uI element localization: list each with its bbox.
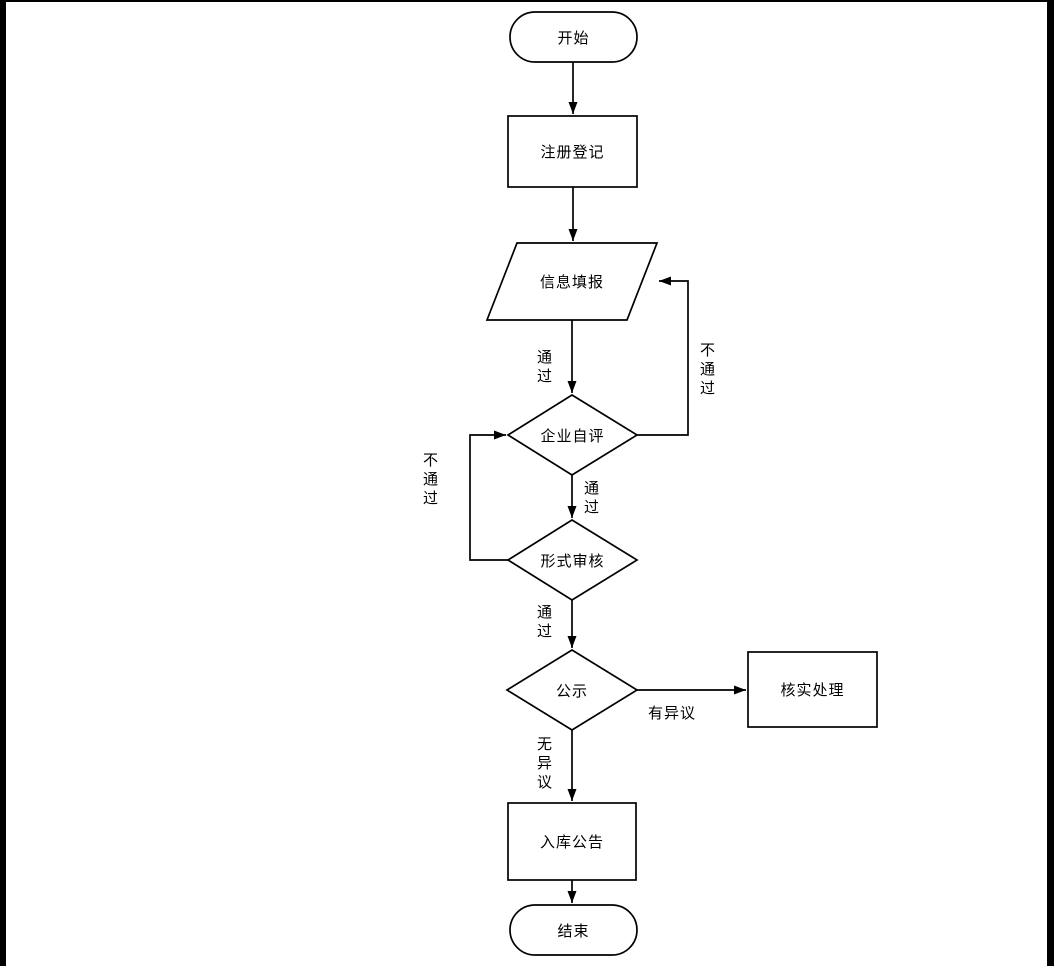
edge-formal-review-back-to-self-assess — [469, 430, 508, 561]
publicity-node-shape — [505, 649, 639, 731]
self-assess-node-shape — [506, 393, 639, 477]
verify-handle-node-shape — [747, 651, 878, 728]
page-top-border — [0, 0, 1054, 2]
start-node-shape — [509, 11, 638, 63]
end-node-shape — [509, 904, 638, 956]
announce-node-shape — [507, 802, 637, 881]
page-left-border — [0, 0, 6, 966]
register-node-shape — [507, 115, 638, 188]
page-right-border — [1047, 0, 1054, 966]
edge-self-assess-back-to-fill-info — [637, 276, 689, 436]
fill-info-node-shape — [485, 242, 659, 321]
formal-review-node-shape — [506, 518, 639, 602]
